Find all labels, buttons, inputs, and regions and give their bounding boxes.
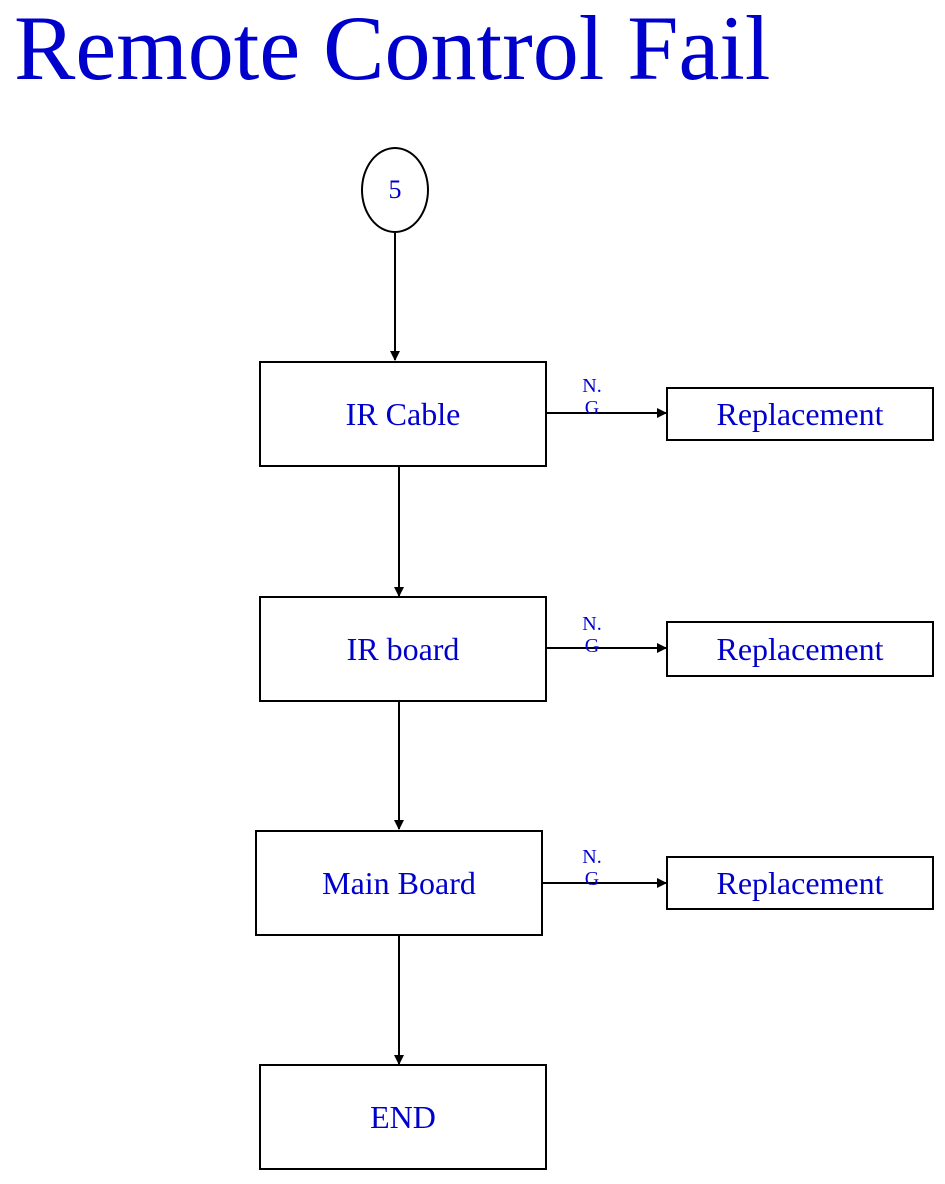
- ng-label: N. G: [582, 846, 602, 890]
- step-ir-board: IR board: [259, 596, 547, 702]
- step-end: END: [259, 1064, 547, 1170]
- replacement-box: Replacement: [666, 387, 934, 441]
- step-ir-cable: IR Cable: [259, 361, 547, 467]
- ng-label: N. G: [582, 613, 602, 657]
- step-main-board: Main Board: [255, 830, 543, 936]
- replacement-box: Replacement: [666, 856, 934, 910]
- replacement-box: Replacement: [666, 621, 934, 677]
- start-connector: 5: [361, 147, 429, 233]
- page-title: Remote Control Fail: [14, 0, 771, 99]
- ng-label: N. G: [582, 375, 602, 419]
